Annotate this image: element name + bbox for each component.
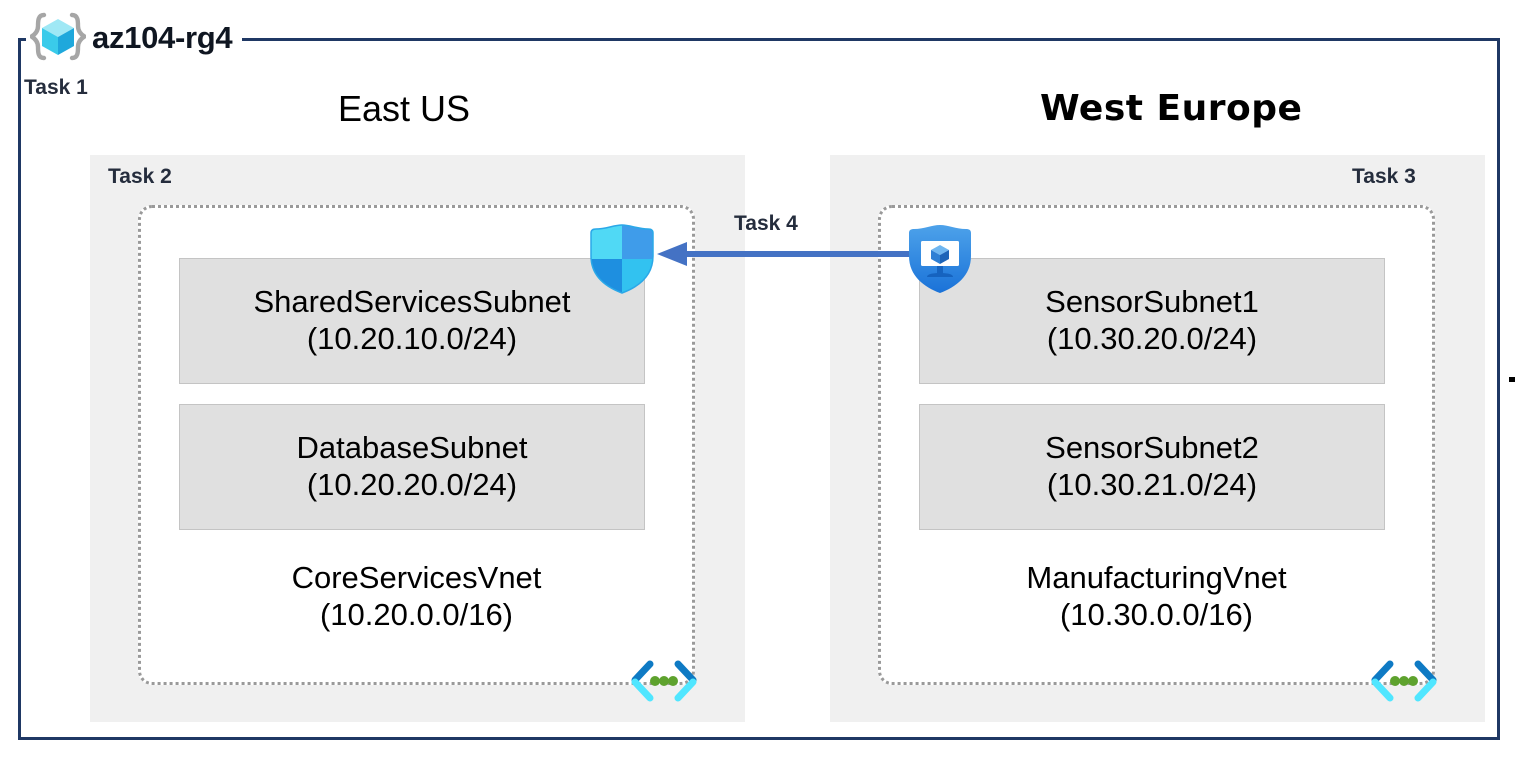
vnet-name: ManufacturingVnet <box>1026 560 1287 595</box>
vnet-name: CoreServicesVnet <box>291 560 542 595</box>
subnet-cidr: (10.30.20.0/24) <box>1046 321 1258 356</box>
task-label-3: Task 3 <box>1352 165 1416 188</box>
subnet-cidr: (10.30.21.0/24) <box>1046 467 1258 502</box>
vnet-core-services: SharedServicesSubnet (10.20.10.0/24) Dat… <box>138 205 697 702</box>
vnet-manufacturing: SensorSubnet1 (10.30.20.0/24) SensorSubn… <box>878 205 1437 702</box>
vnet-caption: ManufacturingVnet (10.30.0.0/16) <box>881 560 1432 633</box>
vnet-cidr: (10.30.0.0/16) <box>1059 596 1254 632</box>
vnet-caption: CoreServicesVnet (10.20.0.0/16) <box>141 560 692 633</box>
region-title-east-us: East US <box>338 88 471 129</box>
resource-group-cube-icon <box>30 12 86 61</box>
subnet-sensor-2: SensorSubnet2 (10.30.21.0/24) <box>919 404 1385 530</box>
subnet-shared-services: SharedServicesSubnet (10.20.10.0/24) <box>179 258 645 384</box>
task-label-1: Task 1 <box>24 76 88 99</box>
virtual-network-icon <box>631 660 697 702</box>
resource-group-frame <box>18 38 1500 740</box>
resource-group-name: az104-rg4 <box>92 20 233 55</box>
subnet-cidr: (10.20.10.0/24) <box>306 321 518 356</box>
subnet-cidr: (10.20.20.0/24) <box>306 467 518 502</box>
subnet-name: SensorSubnet2 <box>1045 430 1259 466</box>
subnet-sensor-1: SensorSubnet1 (10.30.20.0/24) <box>919 258 1385 384</box>
bastion-shield-icon <box>909 225 971 293</box>
task-label-2: Task 2 <box>108 165 172 188</box>
edge-artifact-mark <box>1509 377 1515 382</box>
region-title-west-europe: West Europe <box>1040 88 1303 129</box>
network-security-group-shield-icon <box>590 224 654 294</box>
subnet-name: DatabaseSubnet <box>296 430 528 466</box>
resource-group-title: az104-rg4 <box>26 8 243 68</box>
virtual-network-icon <box>1371 660 1437 702</box>
vnet-cidr: (10.20.0.0/16) <box>319 596 514 632</box>
subnet-name: SensorSubnet1 <box>1045 284 1259 320</box>
peering-arrow-icon <box>657 242 917 266</box>
task-label-4: Task 4 <box>734 212 798 235</box>
subnet-name: SharedServicesSubnet <box>253 284 571 320</box>
subnet-database: DatabaseSubnet (10.20.20.0/24) <box>179 404 645 530</box>
